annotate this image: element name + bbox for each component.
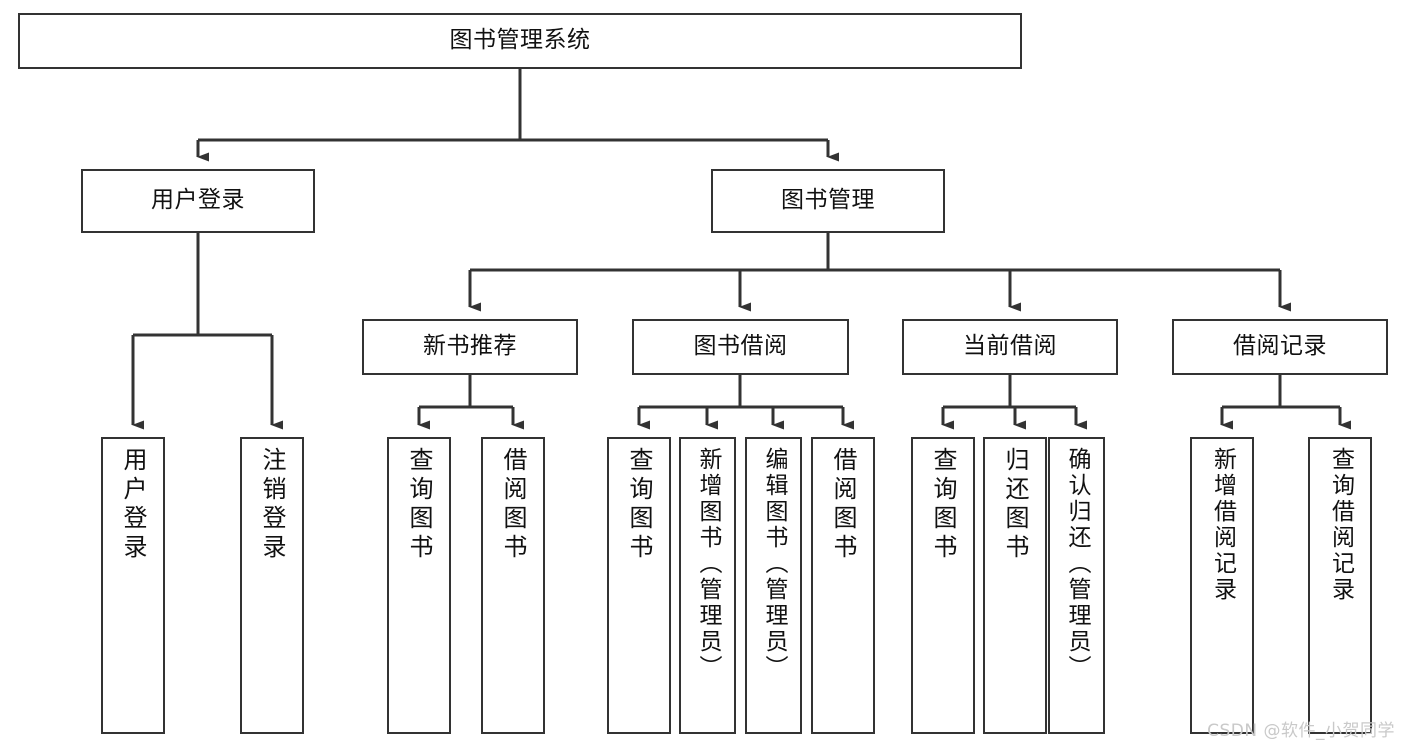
- node-label: 用户登录: [151, 187, 245, 214]
- node-label: 编辑图书（管理员）: [761, 447, 787, 681]
- level3-node-current_borrow[interactable]: 当前借阅: [902, 319, 1118, 375]
- leaf-node-leaf_add_record[interactable]: 新增借阅记录: [1190, 437, 1254, 734]
- leaf-node-leaf_query_record[interactable]: 查询借阅记录: [1308, 437, 1372, 734]
- leaf-node-leaf_add_book[interactable]: 新增图书（管理员）: [679, 437, 736, 734]
- node-label: 新增图书（管理员）: [695, 447, 721, 681]
- leaf-node-leaf_user_login[interactable]: 用户登录: [101, 437, 165, 734]
- node-label: 新书推荐: [423, 333, 517, 360]
- node-label: 用户登录: [119, 447, 147, 563]
- node-label: 当前借阅: [963, 333, 1057, 360]
- node-label: 图书管理: [781, 187, 875, 214]
- node-label: 查询图书: [929, 447, 957, 563]
- node-label: 图书借阅: [693, 333, 788, 360]
- leaf-node-leaf_borrow_book_b[interactable]: 借阅图书: [811, 437, 875, 734]
- node-label: 归还图书: [1001, 447, 1029, 563]
- level2-node-user_login[interactable]: 用户登录: [81, 169, 315, 233]
- leaf-node-leaf_borrow_book_a[interactable]: 借阅图书: [481, 437, 545, 734]
- level3-node-new_book_rec[interactable]: 新书推荐: [362, 319, 578, 375]
- node-label: 借阅图书: [499, 447, 527, 563]
- node-label: 借阅记录: [1233, 333, 1327, 360]
- leaf-node-leaf_query_book_b[interactable]: 查询图书: [607, 437, 671, 734]
- leaf-node-leaf_query_book_a[interactable]: 查询图书: [387, 437, 451, 734]
- node-label: 确认归还（管理员）: [1064, 447, 1090, 681]
- node-label: 注销登录: [258, 447, 286, 563]
- level2-node-book_mgmt[interactable]: 图书管理: [711, 169, 945, 233]
- level3-node-borrow_record[interactable]: 借阅记录: [1172, 319, 1388, 375]
- node-label: 借阅图书: [829, 447, 857, 563]
- leaf-node-leaf_query_book_c[interactable]: 查询图书: [911, 437, 975, 734]
- leaf-node-leaf_confirm_return[interactable]: 确认归还（管理员）: [1048, 437, 1105, 734]
- node-label: 新增借阅记录: [1209, 447, 1236, 603]
- leaf-node-leaf_logout[interactable]: 注销登录: [240, 437, 304, 734]
- node-label: 查询借阅记录: [1327, 447, 1354, 603]
- leaf-node-leaf_edit_book[interactable]: 编辑图书（管理员）: [745, 437, 802, 734]
- node-label: 查询图书: [625, 447, 653, 563]
- node-label: 图书管理系统: [449, 27, 591, 54]
- level3-node-book_borrow[interactable]: 图书借阅: [632, 319, 849, 375]
- csdn-watermark: CSDN @软件_小贺同学: [1207, 721, 1395, 741]
- root-node[interactable]: 图书管理系统: [18, 13, 1022, 69]
- leaf-node-leaf_return_book[interactable]: 归还图书: [983, 437, 1047, 734]
- node-label: 查询图书: [405, 447, 433, 563]
